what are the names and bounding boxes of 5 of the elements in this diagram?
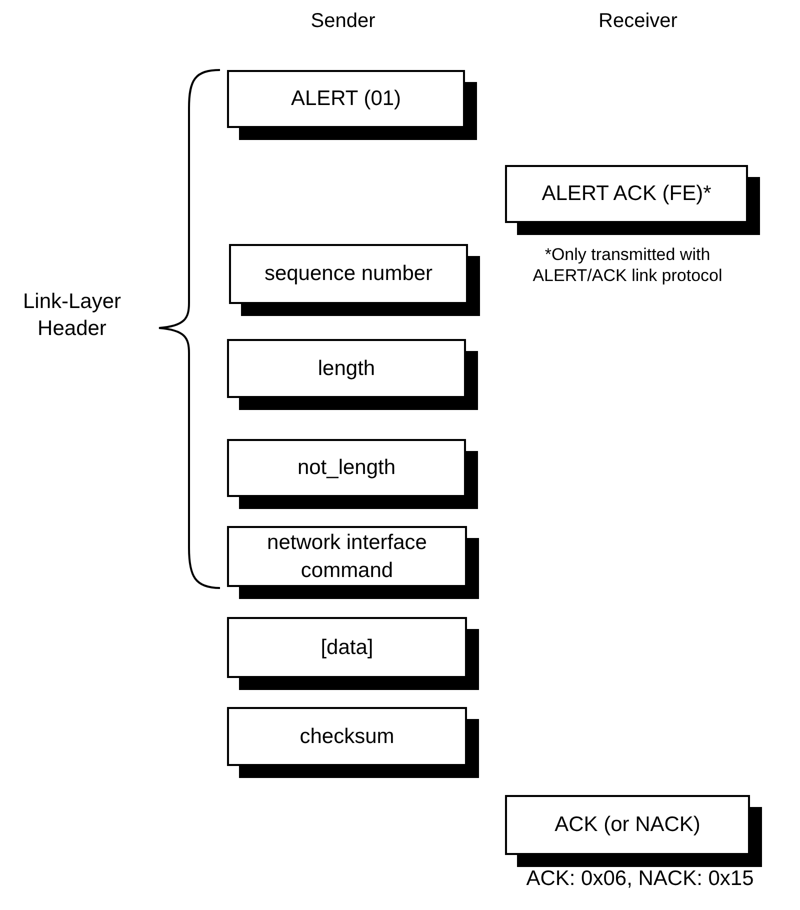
group-label: Link-Layer Header <box>22 289 122 342</box>
note-text: *Only transmitted with ALERT/ACK link protocol <box>532 244 724 286</box>
note-text: ACK: 0x06, NACK: 0x15 <box>525 866 755 892</box>
column-heading: Receiver <box>598 9 678 34</box>
column-heading: Sender <box>310 9 376 34</box>
